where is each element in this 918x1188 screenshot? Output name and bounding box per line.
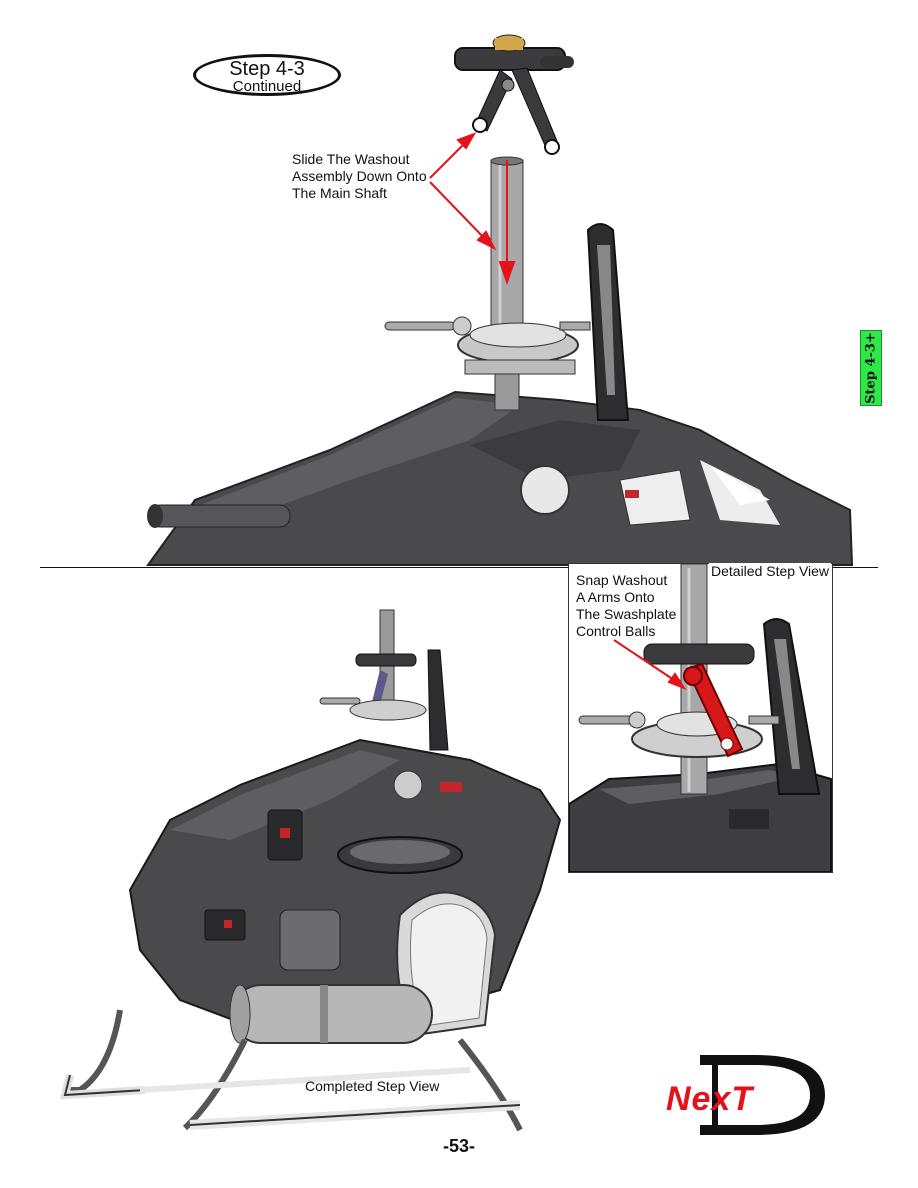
main-gear — [337, 836, 463, 874]
detail-illustration — [569, 564, 832, 872]
page-number: -53- — [442, 1136, 475, 1156]
step-side-tab: Step 4-3+ — [860, 330, 882, 406]
frame-rear-support — [586, 223, 630, 421]
detail-step-view-box: Snap Washout A Arms Onto The Swashplate … — [568, 563, 833, 873]
side-tab-label: Step 4-3+ — [863, 332, 879, 404]
frame-tube — [147, 504, 291, 528]
step-badge-line1: Step 4-3 — [229, 58, 305, 80]
callout-line: Assembly Down Onto — [292, 168, 427, 184]
completed-step-label: Completed Step View — [305, 1078, 440, 1094]
callout-line: The Main Shaft — [292, 185, 387, 201]
arrow-set — [429, 132, 516, 286]
completed-illustration — [59, 609, 562, 1132]
engine-muffler — [229, 909, 433, 1044]
washout-assembly — [454, 34, 574, 155]
landing-gear — [59, 1009, 523, 1132]
callout-slide-washout: Slide The Washout Assembly Down Onto The… — [292, 151, 427, 202]
highlighted-washout-arm — [683, 662, 744, 758]
callout-line: A Arms Onto — [576, 589, 655, 605]
callout-line: Snap Washout — [576, 572, 668, 588]
detail-callout: Snap Washout A Arms Onto The Swashplate … — [576, 572, 676, 640]
top-illustration — [146, 34, 854, 566]
detail-arrow — [613, 639, 687, 691]
callout-line: The Swashplate — [576, 606, 677, 622]
callout-line: Control Balls — [576, 623, 656, 639]
step-badge-line2: Continued — [232, 78, 302, 95]
rotor-head — [319, 609, 449, 751]
step-badge: Step 4-3 Continued — [193, 54, 341, 96]
swashplate — [384, 316, 591, 375]
section-divider — [40, 567, 878, 568]
next-logo: NexT — [666, 1055, 825, 1135]
frame-side-plate — [146, 390, 854, 566]
callout-line: Slide The Washout — [292, 151, 410, 167]
detail-step-view-title: Detailed Step View — [709, 563, 832, 579]
logo-text: NexT — [666, 1080, 755, 1118]
